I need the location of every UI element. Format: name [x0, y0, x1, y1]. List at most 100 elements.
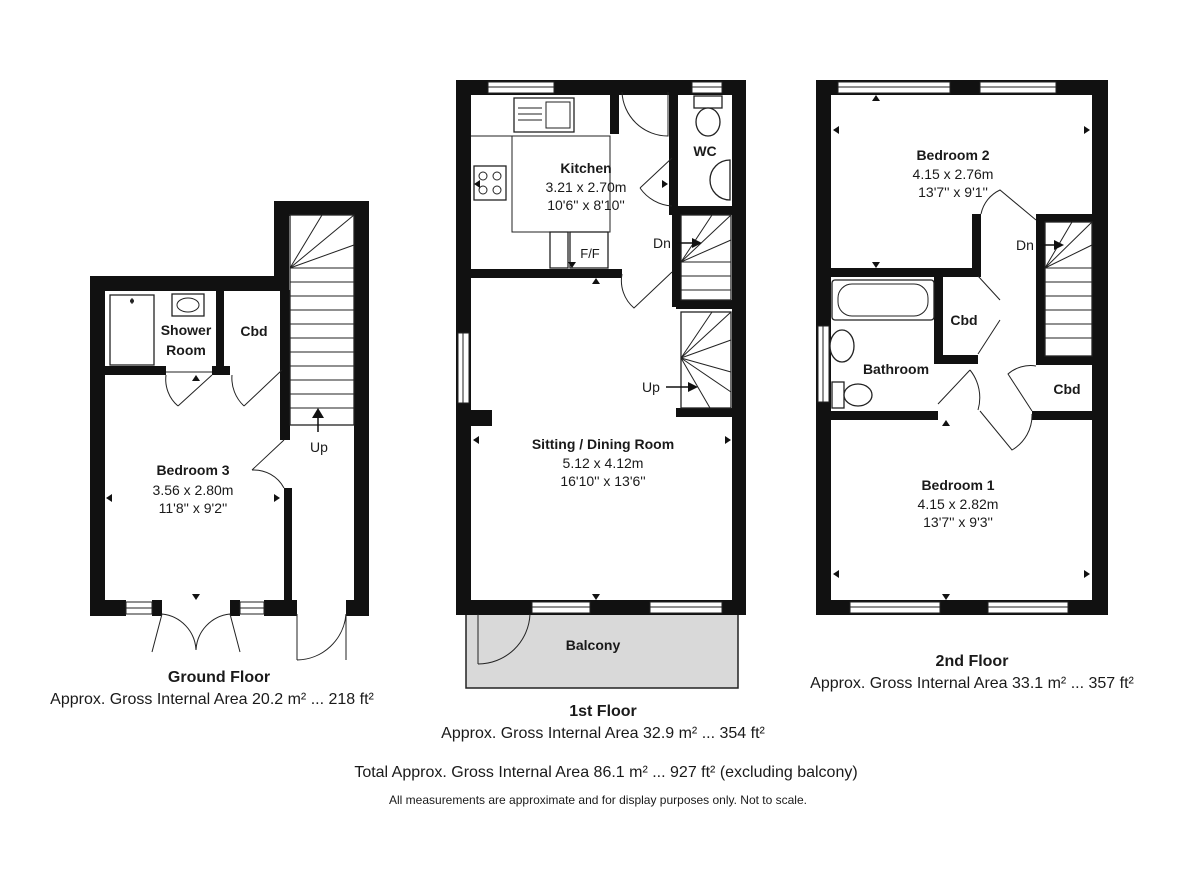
bedroom-3-metric: 3.56 x 2.80m [153, 482, 234, 498]
shower-tray-icon [109, 294, 155, 366]
door [639, 157, 673, 207]
wall [830, 268, 976, 277]
door [980, 189, 1037, 221]
bedroom-1-metric: 4.15 x 2.82m [918, 496, 999, 512]
dimension-marker-icon [942, 594, 950, 600]
second-floor-plan: Bedroom 2 4.15 x 2.76m 13'7'' x 9'1'' Dn… [810, 80, 1135, 692]
door [231, 369, 283, 407]
sitting-dining-room-name: Sitting / Dining Room [532, 436, 674, 452]
wall [90, 276, 276, 291]
bedroom-2-metric: 4.15 x 2.76m [913, 166, 994, 182]
dimension-marker-icon [474, 180, 480, 188]
wall [152, 600, 162, 616]
wall [1092, 80, 1108, 615]
door [937, 369, 981, 411]
dimension-marker-icon [592, 278, 600, 284]
balcony-label: Balcony [566, 637, 621, 653]
wall [676, 408, 733, 417]
wall [934, 276, 943, 364]
dimension-marker-icon [568, 262, 576, 268]
cupboard-label: Cbd [240, 323, 267, 339]
bedroom-1-name: Bedroom 1 [921, 477, 994, 493]
dimension-marker-icon [725, 436, 731, 444]
wall [1036, 356, 1093, 365]
bathroom-label: Bathroom [863, 361, 929, 377]
basin-icon [709, 159, 731, 201]
door [251, 439, 285, 489]
ground-floor-area: Approx. Gross Internal Area 20.2 m² ... … [50, 691, 374, 708]
staircase-down [676, 214, 732, 301]
wall [90, 276, 105, 616]
balcony-area [465, 613, 739, 689]
staircase [289, 214, 355, 432]
wall [830, 411, 938, 420]
kitchen-worktop [471, 135, 611, 233]
wall [216, 290, 224, 375]
stairs-down-label: Dn [653, 235, 671, 251]
wall [90, 600, 126, 616]
wall [274, 201, 289, 291]
bath-icon [831, 279, 935, 321]
wall [1036, 214, 1045, 360]
wall [346, 600, 369, 616]
door [165, 374, 213, 407]
bedroom-3-name: Bedroom 3 [156, 462, 229, 478]
door [620, 271, 673, 309]
door [621, 91, 669, 137]
dimension-marker-icon [833, 570, 839, 578]
fridge-freezer-label: F/F [580, 246, 600, 261]
sink-icon [513, 97, 575, 133]
shower-room-label: Shower [161, 322, 212, 338]
sitting-dining-room-imperial: 16'10'' x 13'6'' [560, 473, 645, 489]
wall [1032, 411, 1093, 420]
wall [274, 201, 369, 216]
stairs-up-label: Up [642, 379, 660, 395]
cupboard-label: Cbd [950, 312, 977, 328]
dimension-marker-icon [192, 594, 200, 600]
second-floor-area: Approx. Gross Internal Area 33.1 m² ... … [810, 675, 1134, 692]
dimension-marker-icon [274, 494, 280, 502]
wall [676, 300, 733, 309]
door [195, 613, 241, 653]
toilet-cistern-icon [831, 381, 845, 409]
appliance-icon [549, 231, 569, 269]
wall [934, 355, 978, 364]
wall [972, 214, 981, 277]
second-floor-title: 2nd Floor [936, 653, 1009, 670]
dimension-marker-icon [106, 494, 112, 502]
bedroom-1-imperial: 13'7'' x 9'3'' [923, 514, 993, 530]
toilet-icon [843, 383, 873, 407]
first-floor-area: Approx. Gross Internal Area 32.9 m² ... … [441, 725, 765, 742]
wall [470, 269, 622, 278]
wc-label: WC [693, 143, 716, 159]
stairs-down-arrow-icon [1054, 240, 1064, 250]
wall [284, 488, 292, 616]
dimension-marker-icon [1084, 570, 1090, 578]
stairs-up-arrow-icon [688, 382, 698, 392]
dimension-marker-icon [592, 594, 600, 600]
wall [669, 94, 678, 206]
door [977, 275, 1001, 355]
stairs-down-arrow-icon [692, 238, 702, 248]
fridge-freezer-icon [569, 231, 609, 269]
dimension-marker-icon [942, 420, 950, 426]
disclaimer: All measurements are approximate and for… [389, 793, 807, 807]
bedroom-2-name: Bedroom 2 [916, 147, 989, 163]
stairs-up-label: Up [310, 439, 328, 455]
kitchen-imperial: 10'6'' x 8'10'' [547, 197, 625, 213]
first-floor-title: 1st Floor [569, 703, 637, 720]
sitting-dining-room-metric: 5.12 x 4.12m [563, 455, 644, 471]
wall [354, 201, 369, 616]
total-area: Total Approx. Gross Internal Area 86.1 m… [354, 764, 857, 781]
dimension-marker-icon [473, 436, 479, 444]
wall [264, 600, 297, 616]
wall [610, 94, 619, 134]
wall [230, 600, 240, 616]
stairs-up-arrow-icon [312, 408, 324, 418]
bedroom-3-imperial: 11'8'' x 9'2'' [159, 500, 228, 516]
dimension-marker-icon [872, 95, 880, 101]
wall [470, 410, 492, 426]
basin-icon [829, 329, 855, 363]
wall [104, 366, 166, 375]
